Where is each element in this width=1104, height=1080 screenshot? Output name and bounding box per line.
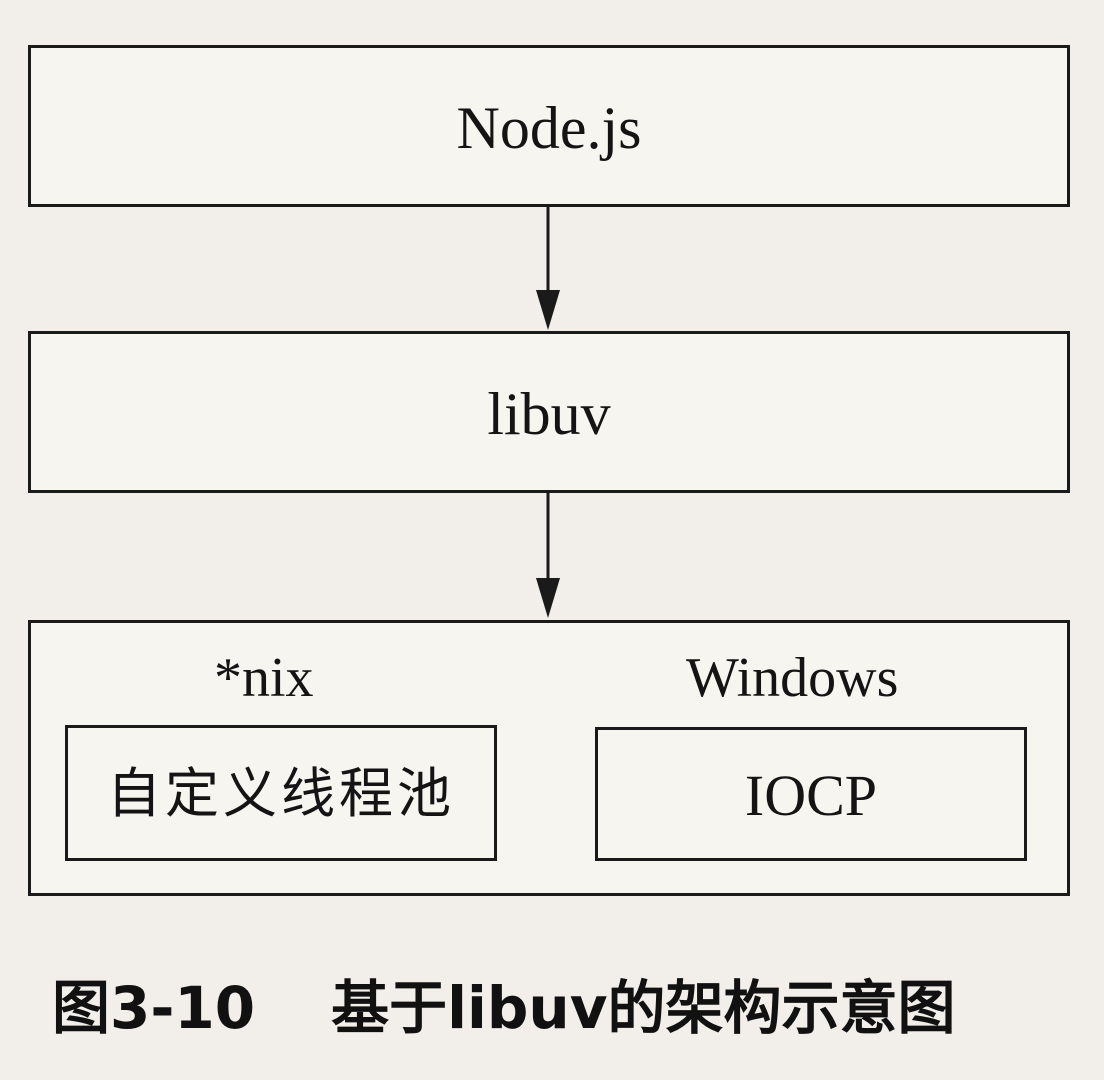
- nodejs-box: Node.js: [28, 45, 1070, 207]
- windows-label: Windows: [686, 647, 899, 709]
- iocp-label: IOCP: [744, 763, 878, 828]
- custom-threadpool-label: 自定义线程池: [107, 762, 455, 825]
- arrow-nodejs-to-libuv-head: [536, 290, 560, 330]
- libuv-box: libuv: [28, 331, 1070, 493]
- arrow-libuv-to-platform: [536, 493, 560, 618]
- iocp-box: IOCP: [595, 727, 1027, 861]
- arrow-libuv-to-platform-head: [536, 578, 560, 618]
- figure-caption: 图3-10 基于libuv的架构示意图: [52, 968, 956, 1048]
- platform-box: *nix Windows 自定义线程池 IOCP: [28, 620, 1070, 896]
- nodejs-label: Node.js: [456, 95, 642, 161]
- nix-label: *nix: [214, 647, 314, 709]
- arrow-nodejs-to-libuv: [536, 207, 560, 330]
- figure-number: 图3-10: [52, 974, 256, 1042]
- custom-threadpool-box: 自定义线程池: [65, 725, 497, 861]
- libuv-label: libuv: [487, 381, 611, 447]
- figure-title: 基于libuv的架构示意图: [331, 974, 956, 1042]
